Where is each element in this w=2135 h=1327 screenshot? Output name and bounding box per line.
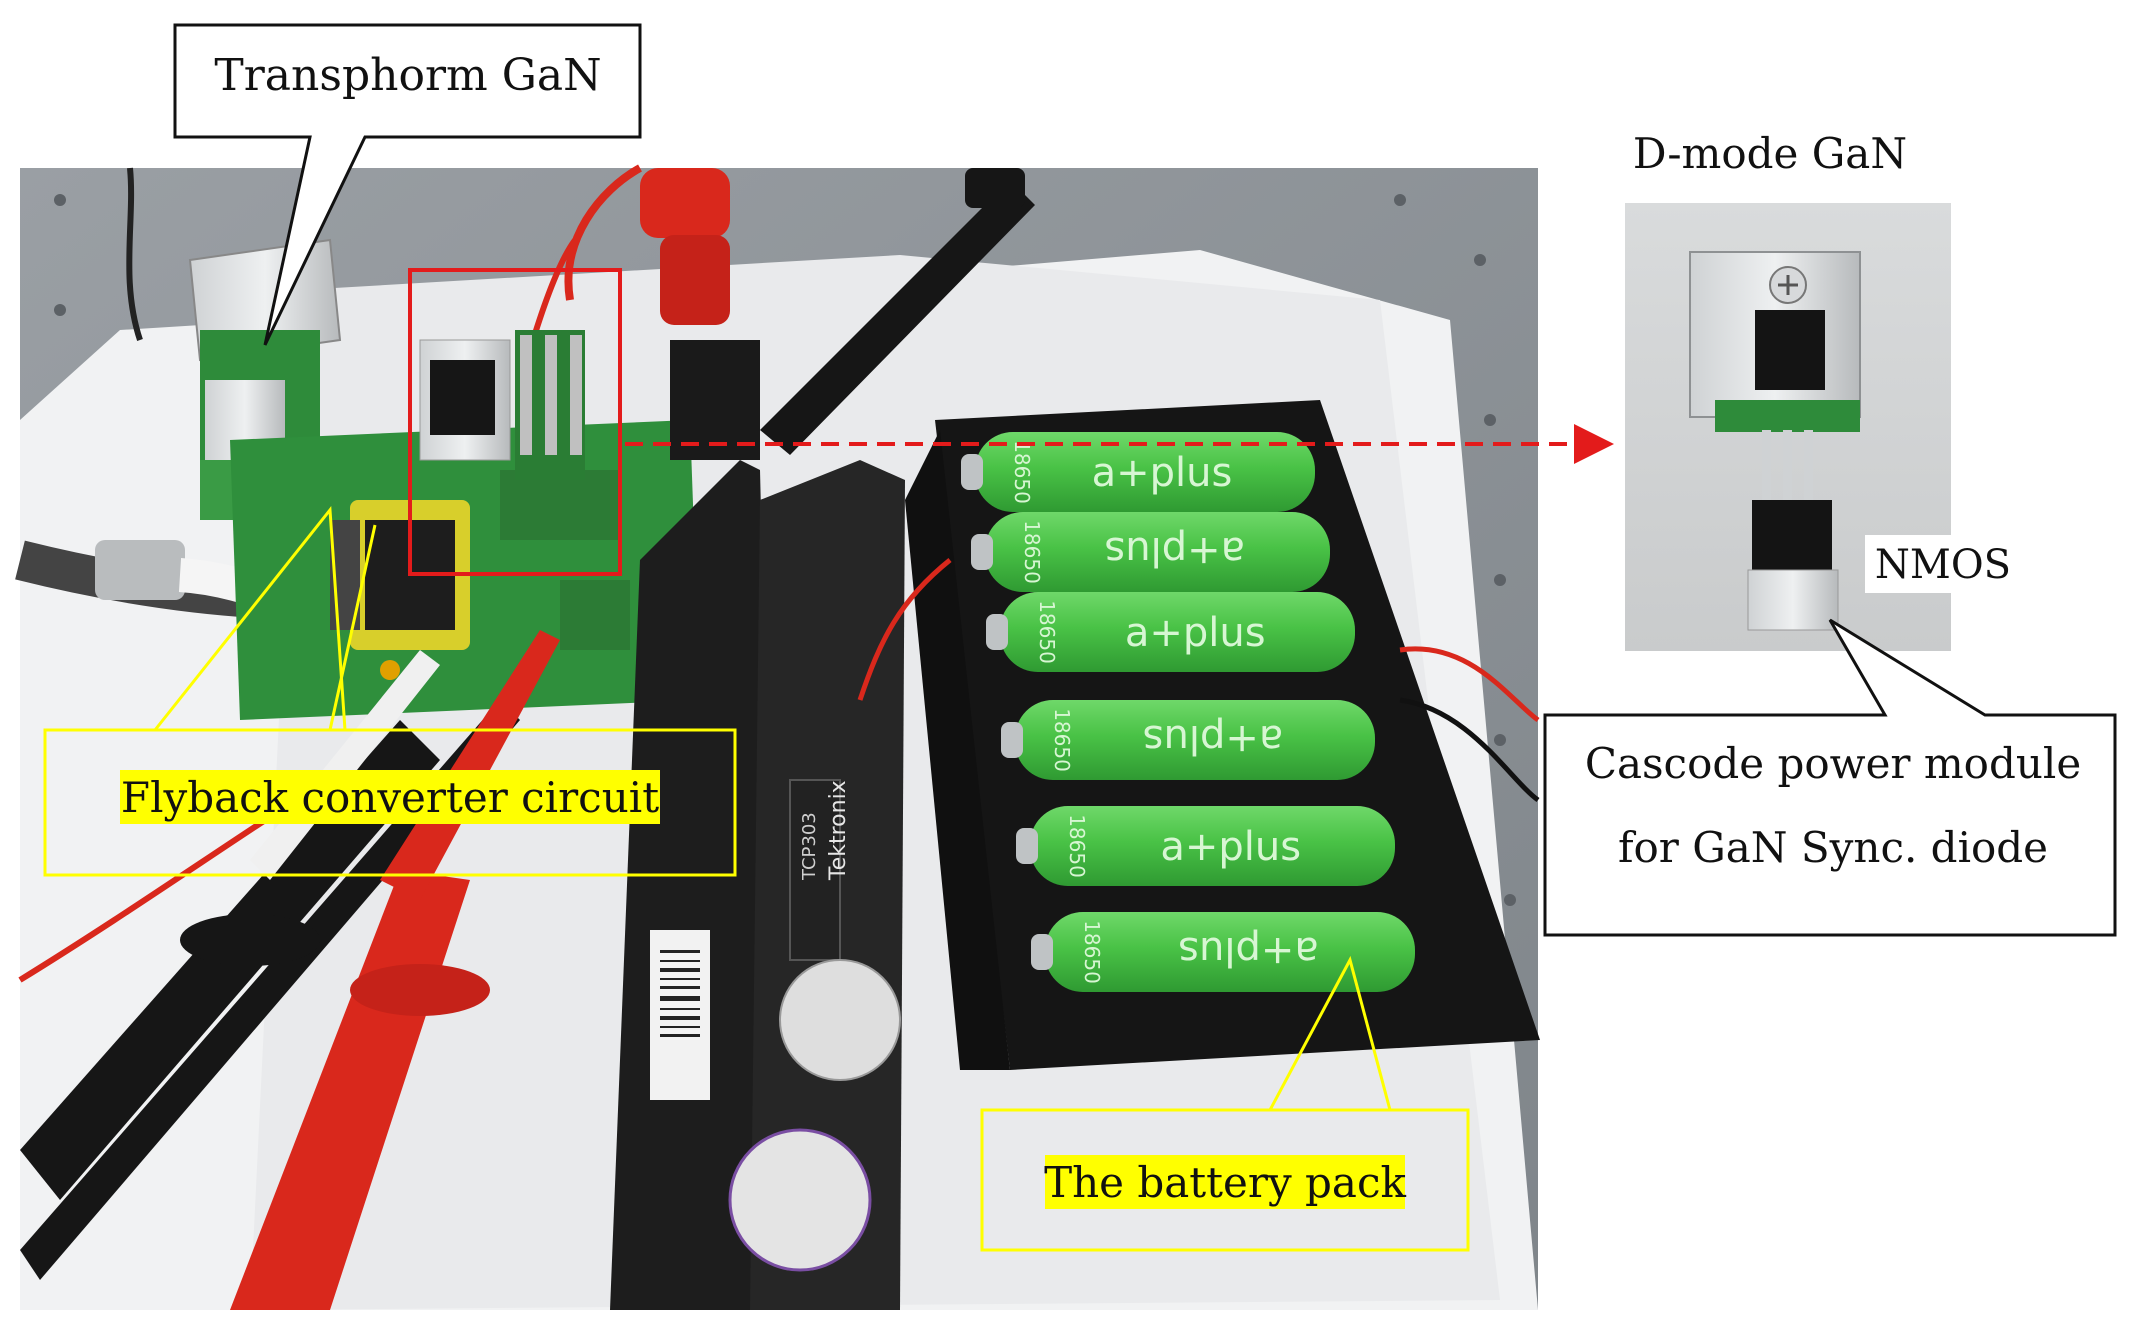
probe-label: Tektronix bbox=[826, 780, 851, 881]
battery-cell: a+plus 18650 bbox=[971, 512, 1330, 592]
black-probe-top bbox=[760, 168, 1035, 455]
nmos-label: NMOS bbox=[1875, 542, 2011, 588]
cell-brand-text: a+plus bbox=[1104, 528, 1245, 574]
bottom-left-probes bbox=[20, 630, 560, 1310]
main-photo: Tektronix TCP303 a+plus18650a+plus18650a… bbox=[15, 164, 1540, 1310]
cascode-label-line2: for GaN Sync. diode bbox=[1618, 823, 2048, 872]
battery-cell: a+plus 18650 bbox=[1031, 912, 1415, 992]
red-probe-top bbox=[640, 168, 730, 325]
flyback-label: Flyback converter circuit bbox=[121, 773, 659, 822]
probe-model-label: TCP303 bbox=[799, 812, 820, 881]
battery-cells: a+plus 18650 a+plus 18650 a+plus 18650 a+plus 1… bbox=[961, 432, 1415, 992]
transphorm-gan-label: Transphorm GaN bbox=[214, 50, 601, 101]
callout-flyback bbox=[43, 506, 737, 877]
callout-cascode bbox=[1543, 618, 2117, 937]
cell-brand-text: a+plus bbox=[1125, 610, 1266, 656]
battery-label-highlight bbox=[1045, 1155, 1405, 1209]
d-mode-gan-label: D-mode GaN bbox=[1633, 129, 1907, 178]
flyback-label-highlight bbox=[120, 770, 660, 824]
current-probe: Tektronix TCP303 bbox=[610, 460, 905, 1310]
cell-type-text: 18650 bbox=[1010, 440, 1034, 504]
cascode-label-line1: Cascode power module bbox=[1585, 739, 2081, 788]
inset-photo bbox=[1625, 203, 1951, 651]
bnc-connector bbox=[95, 540, 185, 600]
battery-pack-label: The battery pack bbox=[1044, 1158, 1406, 1207]
cell-brand-text: a+plus bbox=[1092, 450, 1233, 496]
callout-battery bbox=[980, 955, 1470, 1252]
battery-cell: a+plus 18650 bbox=[1001, 700, 1375, 780]
cell-brand-text: a+plus bbox=[1160, 824, 1301, 870]
highlight-box-switch bbox=[408, 268, 622, 576]
cell-type-text: 18650 bbox=[1080, 920, 1104, 984]
cell-type-text: 18650 bbox=[1065, 814, 1089, 878]
nmos-label-bg bbox=[1865, 535, 2020, 593]
cell-type-text: 18650 bbox=[1020, 520, 1044, 584]
cell-type-text: 18650 bbox=[1035, 600, 1059, 664]
cell-brand-text: a+plus bbox=[1178, 928, 1319, 974]
cell-type-text: 18650 bbox=[1050, 708, 1074, 772]
battery-cell: a+plus 18650 bbox=[961, 432, 1315, 512]
cell-brand-text: a+plus bbox=[1143, 716, 1284, 762]
callout-transphorm bbox=[173, 23, 642, 346]
battery-cell: a+plus 18650 bbox=[1016, 806, 1395, 886]
battery-cell: a+plus 18650 bbox=[986, 592, 1355, 672]
